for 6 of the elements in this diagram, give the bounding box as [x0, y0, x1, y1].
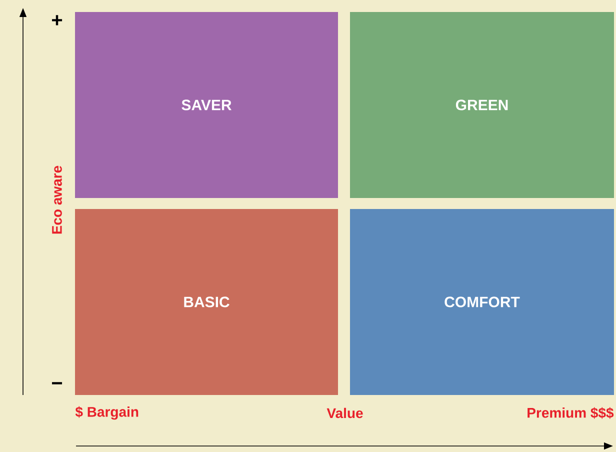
- axis-label: Eco aware: [52, 166, 62, 234]
- axis-label: Value: [326, 408, 363, 418]
- quadrant-box: GREEN: [350, 12, 614, 198]
- quadrant-box: COMFORT: [350, 209, 614, 395]
- quadrant-box: BASIC: [75, 209, 338, 395]
- quadrant-box: SAVER: [75, 12, 338, 198]
